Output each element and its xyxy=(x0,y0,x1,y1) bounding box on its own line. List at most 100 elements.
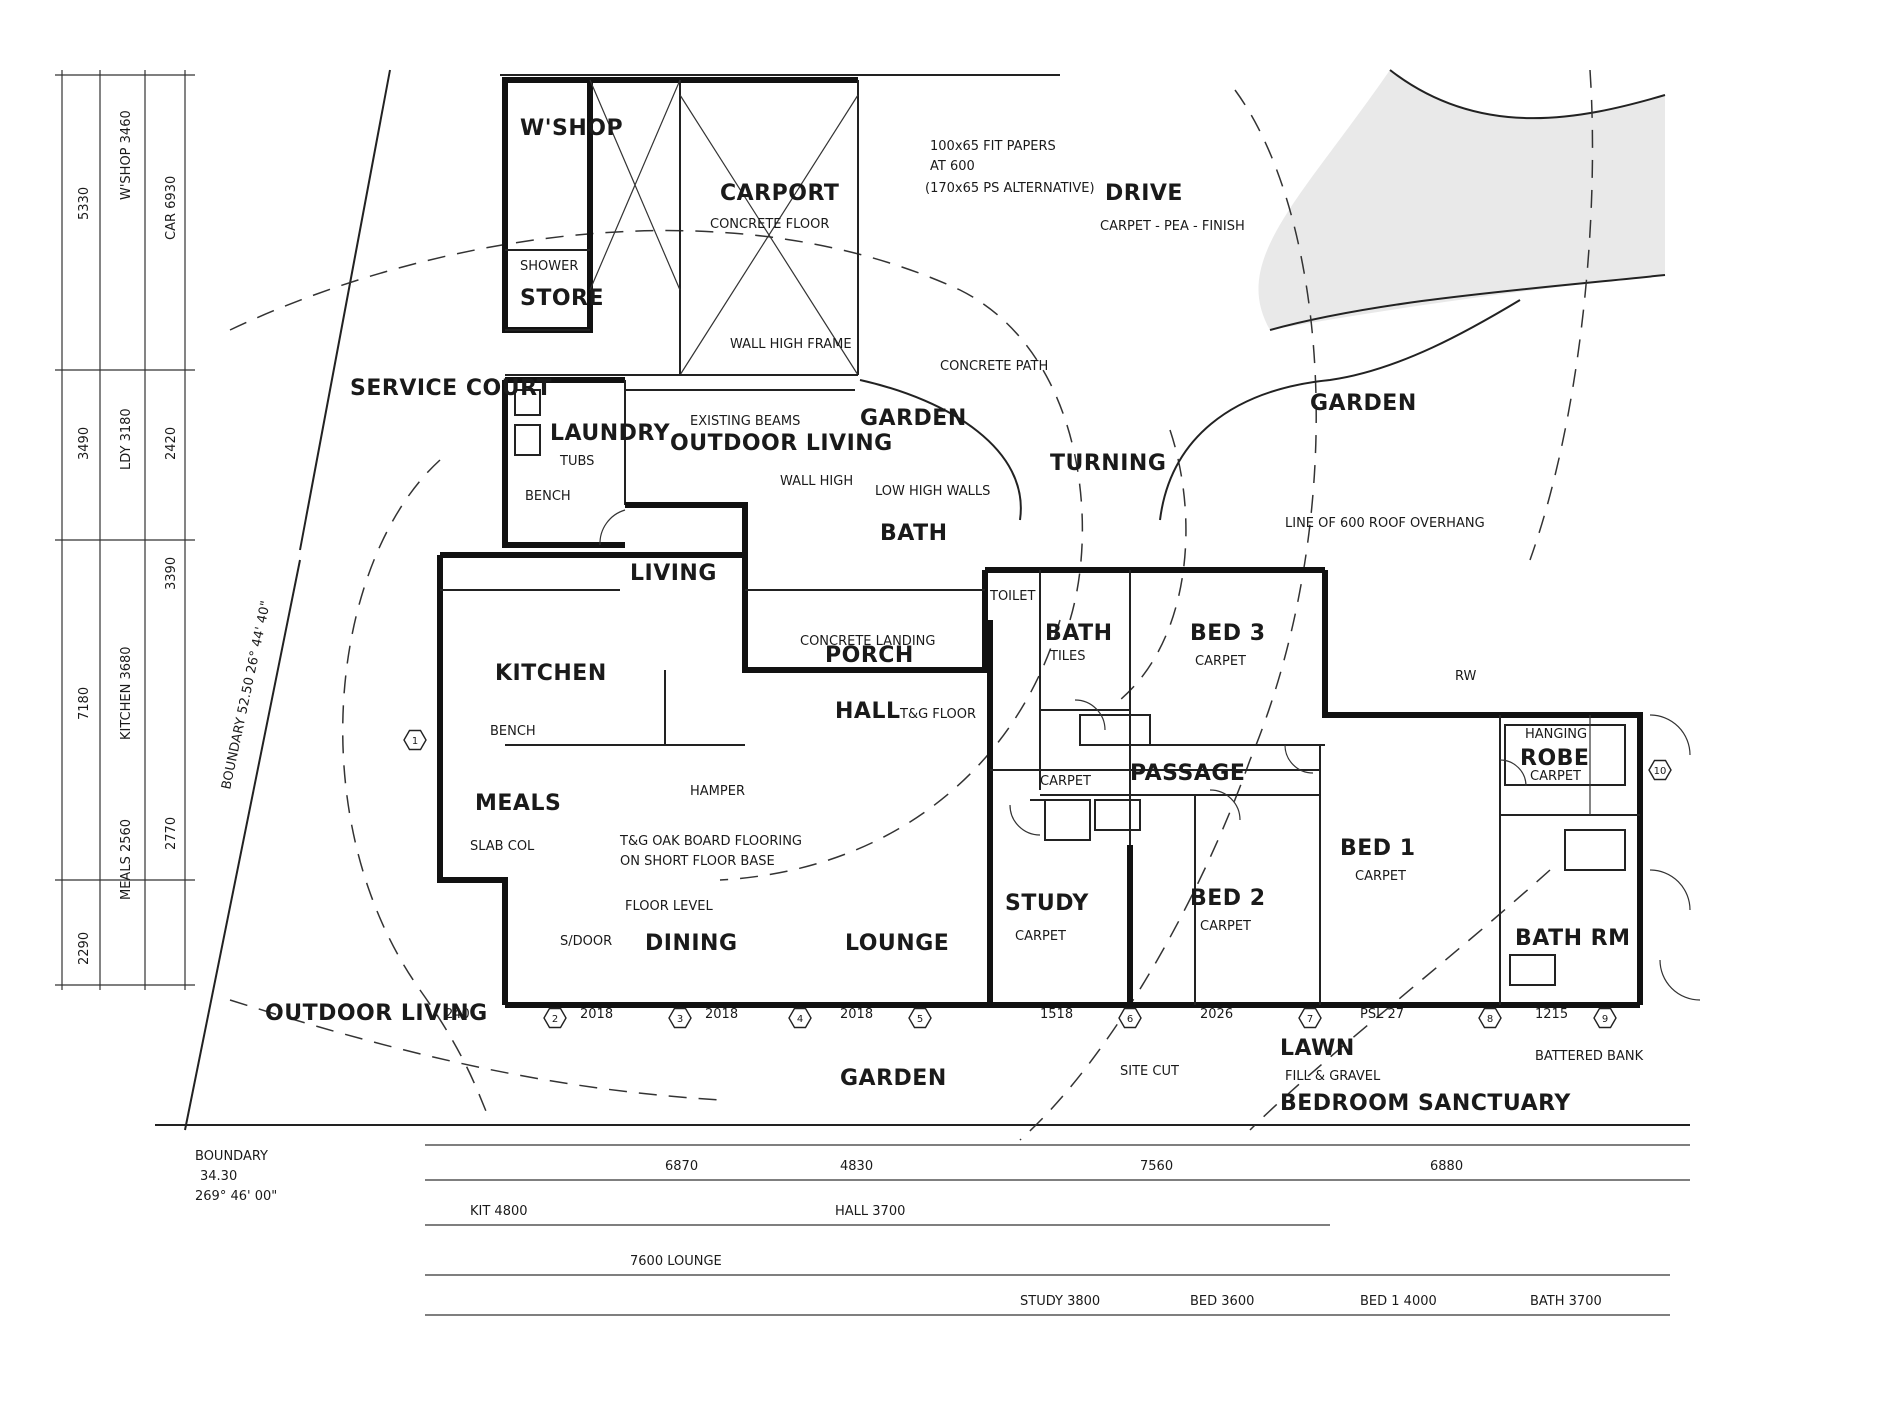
note-rw: RW xyxy=(1455,669,1477,684)
grid-marker: 3 xyxy=(668,1007,692,1029)
grid-marker: 1 xyxy=(403,729,427,751)
label-garden-bottom: GARDEN xyxy=(840,1066,947,1091)
bottom-dim-label: BED 1 4000 xyxy=(1360,1294,1437,1309)
bottom-dim-row4: STUDY 3800 BED 3600 BED 1 4000 BATH 3700 xyxy=(1020,1294,1602,1309)
room-bed1: BED 1 xyxy=(1340,836,1416,861)
room-lounge: LOUNGE xyxy=(845,931,949,956)
room-passage: PASSAGE xyxy=(1130,761,1245,786)
note-boundary-bottom-1: BOUNDARY xyxy=(195,1149,268,1164)
grid-marker-label: 1 xyxy=(412,736,418,747)
room-bed1-sub: CARPET xyxy=(1355,869,1406,884)
room-kitchen-bench: BENCH xyxy=(490,724,536,739)
bottom-dim-label: BATH 3700 xyxy=(1530,1294,1602,1309)
left-dim-label: W'SHOP 3460 xyxy=(119,110,134,200)
room-robe: ROBE xyxy=(1520,746,1589,771)
bottom-dim-label: BED 3600 xyxy=(1190,1294,1254,1309)
room-porch: PORCH xyxy=(825,643,914,668)
note-boundary: BOUNDARY 52.50 26° 44' 40" xyxy=(219,600,274,791)
room-laundry: LAUNDRY xyxy=(550,421,671,446)
grid-marker-label: 6 xyxy=(1127,1014,1133,1025)
room-bath: BATH xyxy=(1045,621,1113,646)
room-meals: MEALS xyxy=(475,791,561,816)
bottom-dim-label: 4830 xyxy=(840,1159,873,1174)
label-turning: TURNING xyxy=(1050,451,1166,476)
grid-marker-label: 5 xyxy=(917,1014,923,1025)
label-lawn-sub: FILL & GRAVEL xyxy=(1285,1069,1381,1084)
note-at-600: AT 600 xyxy=(930,159,975,174)
room-robe-sub: CARPET xyxy=(1530,769,1581,784)
bottom-dim-label: 6880 xyxy=(1430,1159,1463,1174)
room-dining: DINING xyxy=(645,931,738,956)
grid-marker-label: 10 xyxy=(1654,766,1667,777)
note-fit-papers: 100x65 FIT PAPERS xyxy=(930,139,1056,154)
stipple-garden xyxy=(1258,69,1666,331)
room-hall-sub: T&G FLOOR xyxy=(899,707,976,722)
left-dim-label: MEALS 2560 xyxy=(119,819,134,900)
bottom-dim-label: 2018 xyxy=(840,1007,873,1022)
bottom-dim-label: PSL 27 xyxy=(1360,1007,1404,1022)
bottom-dim-label: 1518 xyxy=(1040,1007,1073,1022)
grid-marker: 5 xyxy=(908,1007,932,1029)
grid-marker: 10 xyxy=(1648,759,1672,781)
grid-marker-hex xyxy=(403,729,427,751)
room-bath-sub: TILES xyxy=(1049,649,1085,664)
left-dim-label: CAR 6930 xyxy=(164,176,179,240)
room-bed2: BED 2 xyxy=(1190,886,1266,911)
grid-marker: 7 xyxy=(1298,1007,1322,1029)
room-shower: SHOWER xyxy=(520,259,578,274)
bottom-dim-label: 240 xyxy=(445,1007,470,1022)
room-bed2-sub: CARPET xyxy=(1200,919,1251,934)
bottom-dim-label: 7560 xyxy=(1140,1159,1173,1174)
grid-marker-label: 9 xyxy=(1602,1014,1608,1025)
note-wall-high-frame: WALL HIGH FRAME xyxy=(730,337,852,352)
grid-marker-hex xyxy=(788,1007,812,1029)
room-bed3-sub: CARPET xyxy=(1195,654,1246,669)
label-outdoor-living-bottom: OUTDOOR LIVING xyxy=(265,1001,488,1026)
bottom-dim-label: 2018 xyxy=(580,1007,613,1022)
grid-marker-label: 3 xyxy=(677,1014,683,1025)
label-lawn: LAWN xyxy=(1280,1036,1355,1061)
room-outdoor-living-top: OUTDOOR LIVING xyxy=(670,431,893,456)
left-dim-label: 7180 xyxy=(77,687,92,720)
room-study: STUDY xyxy=(1005,891,1089,916)
label-bedroom-sanctuary: BEDROOM SANCTUARY xyxy=(1280,1091,1571,1116)
grid-marker: 4 xyxy=(788,1007,812,1029)
note-existing-beams: EXISTING BEAMS xyxy=(690,414,800,429)
room-meals-sub: SLAB COL xyxy=(470,839,535,854)
grid-marker-hex xyxy=(1118,1007,1142,1029)
left-dim-label: 2770 xyxy=(164,817,179,850)
bottom-dimension-lines xyxy=(425,1144,1690,1316)
left-dim-label: 2420 xyxy=(164,427,179,460)
grid-marker: 8 xyxy=(1478,1007,1502,1029)
grid-marker-label: 8 xyxy=(1487,1014,1493,1025)
carport-block xyxy=(502,77,859,376)
room-carport-sub: CONCRETE FLOOR xyxy=(710,217,829,232)
label-service-court: SERVICE COURT xyxy=(350,376,552,401)
note-floor-level: FLOOR LEVEL xyxy=(625,899,713,914)
room-laundry-sub: TUBS xyxy=(559,454,594,469)
room-garden-top: GARDEN xyxy=(860,406,967,431)
boundary-line-upper xyxy=(299,69,391,551)
bottom-dim-label: 2026 xyxy=(1200,1007,1233,1022)
grid-marker: 6 xyxy=(1118,1007,1142,1029)
room-bathrm: BATH RM xyxy=(1515,926,1631,951)
note-concrete-path: CONCRETE PATH xyxy=(940,359,1048,374)
left-dim-label: 2290 xyxy=(77,932,92,965)
grid-marker-hex xyxy=(1298,1007,1322,1029)
bottom-dim-label: STUDY 3800 xyxy=(1020,1294,1100,1309)
grid-marker-hex xyxy=(1593,1007,1617,1029)
path-curve-1 xyxy=(859,379,1022,521)
main-house-walls xyxy=(437,552,1643,1008)
grid-marker: 9 xyxy=(1593,1007,1617,1029)
note-fit-papers-2: (170x65 PS ALTERNATIVE) xyxy=(925,181,1095,196)
laundry-block xyxy=(502,377,855,570)
label-garden-right: GARDEN xyxy=(1310,391,1417,416)
room-laundry-bench: BENCH xyxy=(525,489,571,504)
left-dim-label: 5330 xyxy=(77,187,92,220)
